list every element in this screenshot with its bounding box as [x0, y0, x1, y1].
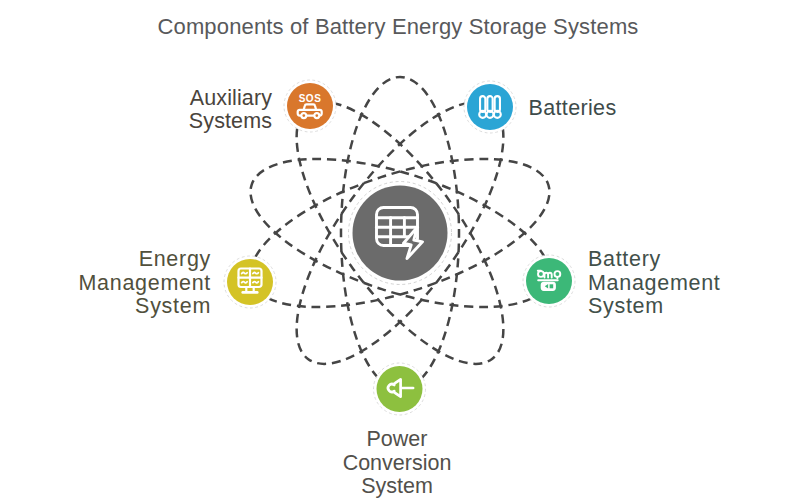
- svg-text:SOS: SOS: [299, 93, 322, 104]
